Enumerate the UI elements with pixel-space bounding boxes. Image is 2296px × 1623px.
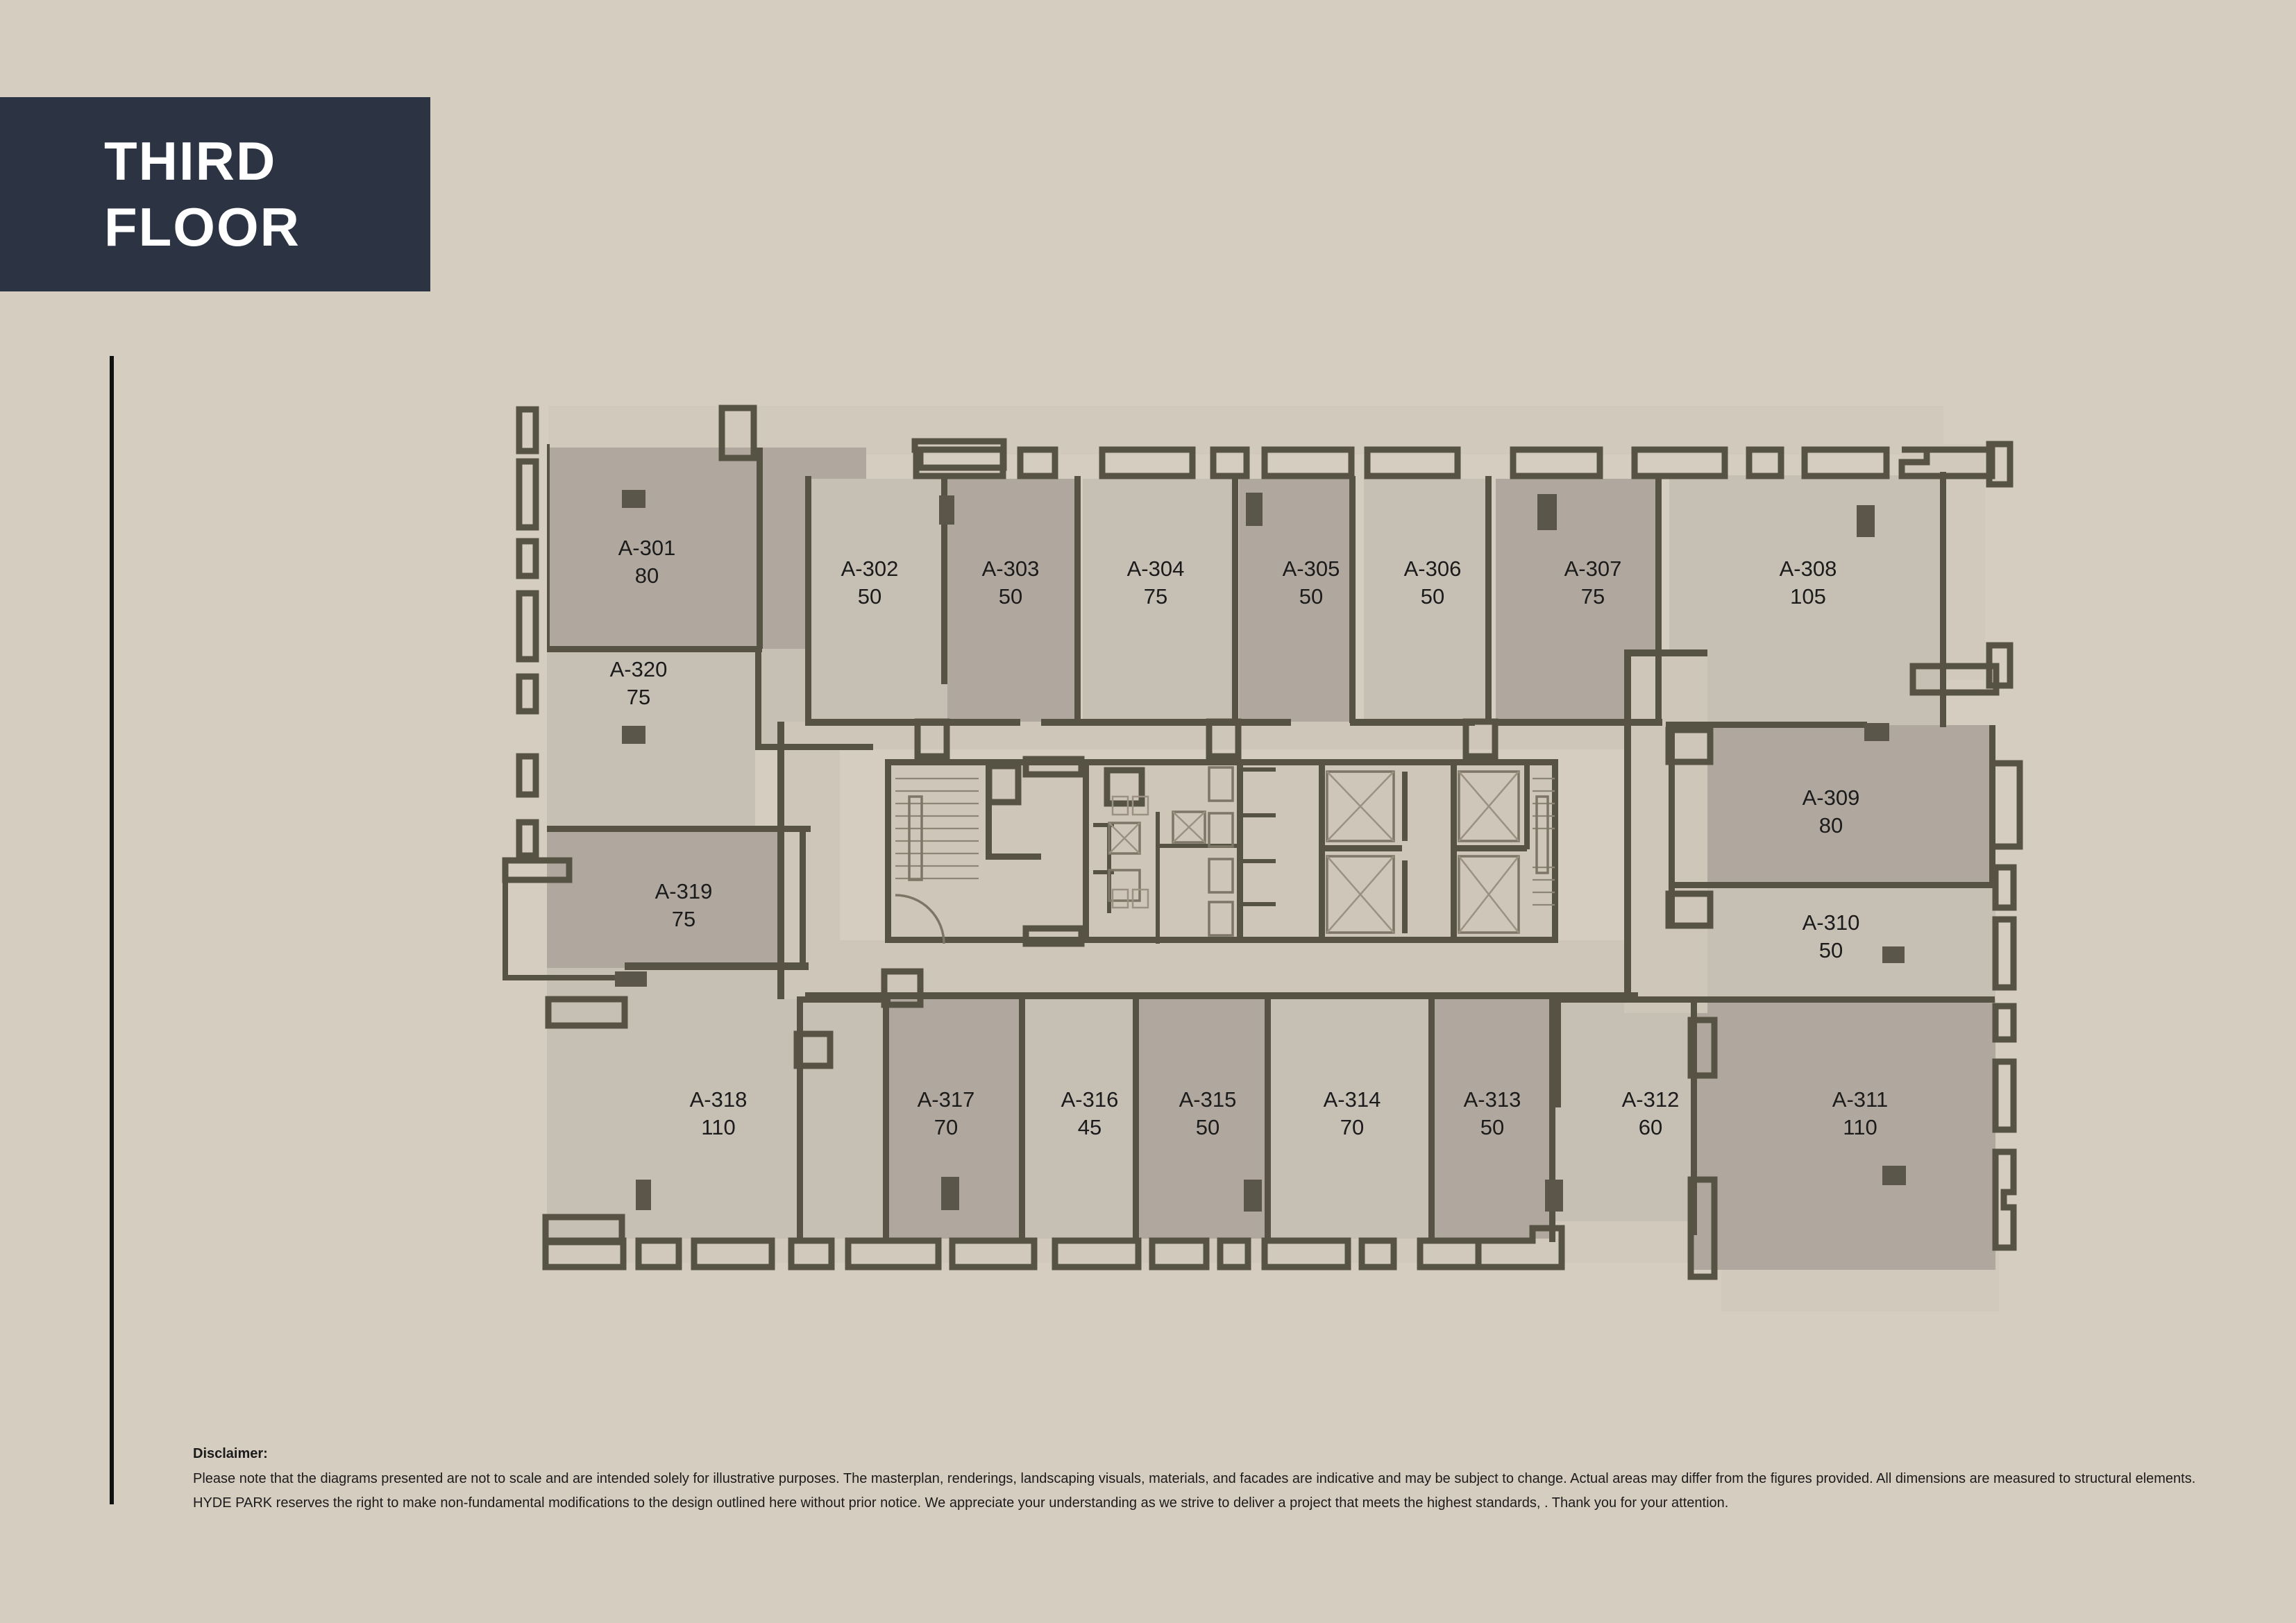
unit-area-a303: 50 [999,584,1022,609]
unit-area-a301: 80 [635,563,659,588]
unit-code-a316: A-316 [1061,1087,1119,1112]
unit-code-a301: A-301 [618,536,676,560]
unit-code-a310: A-310 [1803,910,1860,935]
title-line-2: FLOOR [104,196,301,257]
stair-right [1524,759,1555,906]
unit-code-a308: A-308 [1780,556,1837,581]
unit-code-a312: A-312 [1622,1087,1680,1112]
unit-code-a313: A-313 [1464,1087,1521,1112]
unit-code-a306: A-306 [1404,556,1462,581]
unit-code-a302: A-302 [841,556,899,581]
unit-area-a315: 50 [1196,1115,1219,1139]
unit-area-a314: 70 [1340,1115,1364,1139]
unit-fills-bottom-row [547,968,1995,1270]
restrooms-core [1022,756,1276,947]
unit-code-a305: A-305 [1283,556,1340,581]
title-line-1: THIRD [104,130,277,192]
unit-code-a309: A-309 [1803,785,1860,810]
unit-area-a304: 75 [1144,584,1167,609]
unit-area-a318: 110 [701,1115,735,1139]
unit-area-a313: 50 [1480,1115,1504,1139]
central-core [885,756,1558,947]
unit-area-a305: 50 [1299,584,1323,609]
disclaimer-block: Disclaimer: Please note that the diagram… [193,1442,2206,1515]
unit-fills-top-row [547,448,1995,999]
unit-code-a317: A-317 [918,1087,975,1112]
unit-area-a319: 75 [672,907,695,931]
unit-code-a311: A-311 [1832,1087,1888,1112]
title-block: THIRD FLOOR [0,97,430,291]
unit-code-a307: A-307 [1564,556,1622,581]
elevators-right [1451,759,1527,943]
unit-code-a320: A-320 [610,657,668,681]
unit-area-a302: 50 [858,584,881,609]
bottom-facade-windows [542,1214,1565,1271]
unit-area-a316: 45 [1078,1115,1101,1139]
unit-code-a314: A-314 [1324,1087,1381,1112]
stair-left [885,759,1041,944]
disclaimer-paragraph-2: HYDE PARK reserves the right to make non… [193,1495,1729,1511]
left-facade-windows [516,406,539,859]
unit-code-a318: A-318 [690,1087,748,1112]
unit-area-a317: 70 [934,1115,958,1139]
unit-area-a309: 80 [1819,813,1843,838]
unit-area-a307: 75 [1581,584,1605,609]
unit-area-a320: 75 [627,685,650,709]
unit-code-a315: A-315 [1179,1087,1237,1112]
disclaimer-paragraph-1: Please note that the diagrams presented … [193,1471,2196,1487]
unit-area-a306: 50 [1421,584,1444,609]
walls [502,405,2023,1280]
unit-area-a311: 110 [1843,1115,1877,1139]
vertical-rule-divider [110,356,114,1504]
unit-code-a303: A-303 [982,556,1040,581]
unit-labels: A-301 80 A-302 50 A-303 50 A-304 75 A-30… [610,536,1889,1139]
unit-area-a308: 105 [1790,584,1826,609]
structural-columns [615,490,1906,1212]
top-facade-windows [545,405,2000,1029]
elevators-left [1319,759,1408,943]
unit-code-a304: A-304 [1127,556,1185,581]
unit-area-a310: 50 [1819,938,1843,962]
unit-code-a319: A-319 [655,879,713,903]
unit-area-a312: 60 [1639,1115,1662,1139]
disclaimer-heading: Disclaimer: [193,1446,268,1461]
